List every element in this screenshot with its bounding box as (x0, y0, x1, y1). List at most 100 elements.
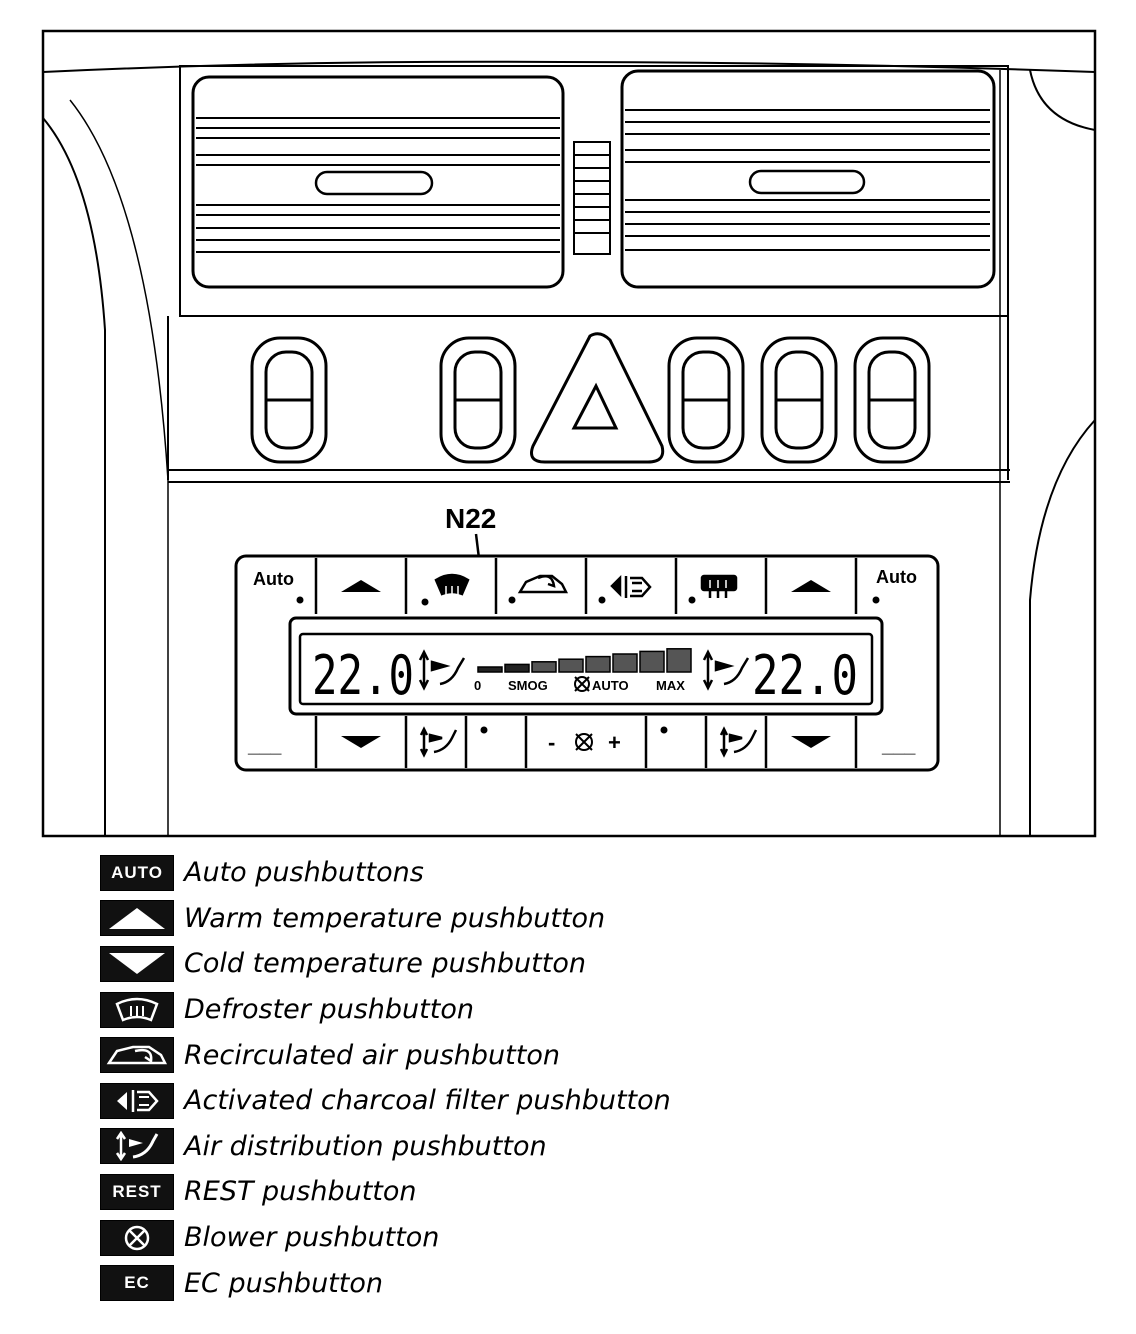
ec-right-indicator (660, 726, 668, 734)
rest-icon: REST (100, 1173, 174, 1210)
auto-left-label: Auto (253, 569, 294, 589)
cold-button-left[interactable] (341, 736, 381, 748)
blower-level-bar (477, 648, 692, 673)
legend-icon-text: AUTO (111, 862, 163, 882)
legend-item: AUTO Auto pushbuttons (100, 850, 860, 896)
auto-button-right[interactable]: Auto (872, 567, 917, 604)
auto-icon: AUTO (100, 854, 174, 891)
recirculation-button[interactable] (508, 574, 569, 604)
blower-button[interactable]: - + (548, 730, 621, 755)
recirculation-car-icon (100, 1037, 174, 1074)
rest-left-label: ___ (247, 735, 282, 757)
rocker-switch[interactable] (439, 336, 517, 464)
dashboard-right-curve (1029, 69, 1096, 131)
left-air-vent[interactable] (191, 75, 565, 289)
warm-button-left[interactable] (341, 580, 381, 592)
auto-left-indicator (296, 596, 304, 604)
rocker-switch[interactable] (250, 336, 328, 464)
rest-button-left[interactable]: ___ (247, 735, 282, 757)
fan-icon (100, 1219, 174, 1256)
legend-label: Auto pushbuttons (184, 857, 424, 889)
blower-scale-auto: AUTO (592, 678, 629, 693)
triangle-down-icon (100, 945, 174, 982)
legend-label: Activated charcoal filter pushbutton (184, 1085, 671, 1117)
blower-minus-label: - (548, 730, 555, 755)
legend-item: Blower pushbutton (100, 1215, 860, 1261)
defroster-indicator (421, 598, 429, 606)
triangle-down-icon (791, 736, 831, 748)
switch-row (250, 332, 931, 464)
air-distribution-right-indicator (702, 649, 750, 691)
cold-button-right[interactable] (791, 736, 831, 748)
air-distribution-icon (100, 1128, 174, 1165)
rocker-switch[interactable] (667, 336, 745, 464)
auto-right-label: Auto (876, 567, 917, 587)
defroster-icon (434, 573, 470, 596)
legend-label: Defroster pushbutton (184, 994, 474, 1026)
legend-item: Air distribution pushbutton (100, 1124, 860, 1170)
auto-button-left[interactable]: Auto (253, 569, 304, 604)
dashboard-left-curve (42, 117, 106, 836)
callout-label: N22 (445, 503, 496, 534)
warm-button-right[interactable] (791, 580, 831, 592)
air-distribution-icon (419, 726, 458, 758)
climate-control-panel: Auto (234, 554, 940, 772)
fan-icon (574, 676, 590, 692)
blower-bar-segment (585, 655, 611, 673)
rest-heat-indicator (688, 596, 696, 604)
rocker-switch[interactable] (853, 336, 931, 464)
recirculation-car-icon (517, 574, 569, 594)
legend-label: Blower pushbutton (184, 1222, 440, 1254)
blower-bar-segment (666, 648, 692, 673)
dashboard-illustration: N22 Auto (41, 29, 1097, 838)
air-distribution-left-indicator (418, 649, 466, 691)
rest-heat-button[interactable] (688, 574, 738, 604)
legend-label: EC pushbutton (184, 1267, 383, 1299)
legend-item: Warm temperature pushbutton (100, 896, 860, 942)
blower-bar-segment (504, 663, 530, 673)
ec-button-left[interactable] (480, 726, 488, 734)
rest-right-label: ___ (881, 735, 916, 757)
temperature-left: 22.0 (312, 644, 414, 707)
recirculation-indicator (508, 596, 516, 604)
triangle-up-icon (100, 900, 174, 937)
rest-button-right[interactable]: ___ (881, 735, 916, 757)
dashboard-left-inner-curve (69, 99, 169, 836)
auto-right-indicator (872, 596, 880, 604)
hazard-warning-switch[interactable] (530, 332, 665, 464)
legend-label: Recirculated air pushbutton (184, 1039, 560, 1071)
right-vent-slider[interactable] (748, 169, 866, 195)
left-vent-slider[interactable] (314, 170, 434, 196)
blower-bar-segment (612, 653, 638, 673)
blower-bar-segment (639, 650, 665, 673)
charcoal-filter-indicator (598, 596, 606, 604)
legend-item: Recirculated air pushbutton (100, 1032, 860, 1078)
right-air-vent[interactable] (620, 69, 996, 289)
defroster-icon (100, 991, 174, 1028)
lcd-display: 22.0 0 SMOG AUTO MAX 22.0 (288, 616, 884, 716)
blower-bar-segment (558, 658, 584, 673)
legend-icon-text: REST (112, 1181, 162, 1201)
legend-label: REST pushbutton (184, 1176, 417, 1208)
blower-scale-smog: SMOG (508, 678, 548, 693)
charcoal-filter-icon (100, 1082, 174, 1119)
temperature-right: 22.0 (752, 644, 858, 707)
air-distribution-button-left[interactable] (419, 726, 458, 758)
blower-bar-segment (477, 666, 503, 673)
vent-thumbwheel[interactable] (573, 141, 611, 255)
triangle-up-icon (341, 580, 381, 592)
legend-label: Warm temperature pushbutton (184, 902, 606, 934)
ec-left-indicator (480, 726, 488, 734)
legend-item: Activated charcoal filter pushbutton (100, 1078, 860, 1124)
blower-scale-max: MAX (656, 678, 685, 693)
defroster-button[interactable] (421, 573, 470, 606)
air-distribution-button-right[interactable] (719, 726, 758, 758)
legend-label: Air distribution pushbutton (184, 1130, 547, 1162)
dashboard-right-edge (1029, 419, 1096, 836)
ec-button-right[interactable] (660, 726, 668, 734)
legend-item: Cold temperature pushbutton (100, 941, 860, 987)
charcoal-filter-button[interactable] (598, 574, 652, 604)
rocker-switch[interactable] (760, 336, 838, 464)
